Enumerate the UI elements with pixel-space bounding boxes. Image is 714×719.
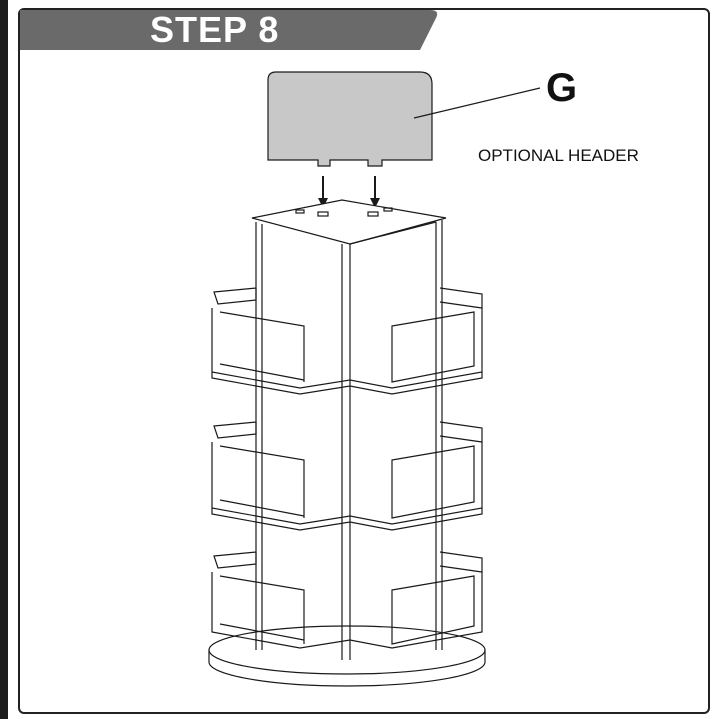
insert-arrows [322,176,376,200]
page-edge-rail [0,0,8,719]
center-column [255,220,443,660]
shelf-tier-2 [211,421,483,531]
top-cap-slots [295,207,393,217]
part-label: G [546,66,578,110]
header-panel [267,71,433,167]
top-cap [251,199,447,245]
leader-line [413,87,541,119]
shelf-tier-1 [211,287,483,395]
part-caption: OPTIONAL HEADER [478,146,639,165]
shelf-tier-3 [211,551,483,649]
step-title: STEP 8 [150,9,280,50]
step-banner [20,10,438,50]
rotating-base [208,625,486,687]
step-banner-bg [20,10,438,50]
